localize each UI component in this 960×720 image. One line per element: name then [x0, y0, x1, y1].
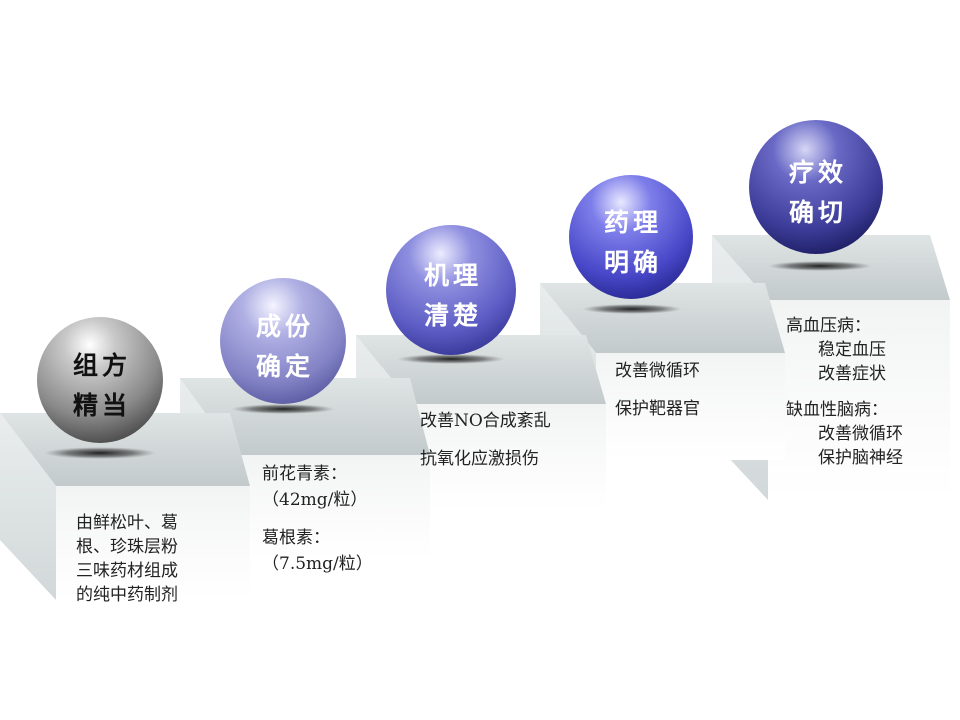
- step-description-5: 高血压病： 稳定血压改善症状缺血性脑病： 改善微循环保护脑神经: [786, 314, 903, 470]
- description-line: 前花青素：: [262, 464, 347, 484]
- stair-front-face: [596, 353, 785, 460]
- sphere: [569, 175, 693, 299]
- sphere: [220, 278, 346, 404]
- description-line: 改善NO合成紊乱: [420, 411, 551, 431]
- ball-label-line-1: 组方: [73, 351, 131, 380]
- stair-front-face: [768, 300, 950, 500]
- stair-front-face: [56, 486, 250, 600]
- ball-label-line-2: 清楚: [424, 301, 482, 330]
- description-line: 缺血性脑病：: [786, 400, 888, 420]
- description-line: 改善症状: [818, 364, 886, 384]
- description-line: 保护靶器官: [615, 399, 700, 419]
- ball-shadow: [582, 304, 682, 314]
- ball-label-line-1: 药理: [604, 208, 662, 237]
- description-line: （7.5mg/粒）: [262, 554, 373, 574]
- stair-front-face: [236, 455, 430, 560]
- step-description-3: 改善NO合成紊乱抗氧化应激损伤: [420, 408, 551, 472]
- description-line: 高血压病：: [786, 316, 871, 336]
- stair-step-4: [540, 283, 785, 460]
- ball-label-line-2: 精当: [73, 391, 131, 420]
- ball-shadow: [397, 354, 505, 364]
- ball-label-line-2: 确切: [789, 198, 847, 227]
- stair-side-face: [0, 413, 56, 600]
- description-line: 的纯中药制剂: [76, 585, 178, 605]
- stair-front-face: [412, 404, 606, 510]
- step-description-1: 由鲜松叶、葛根、珍珠层粉三味药材组成的纯中药制剂: [76, 511, 178, 607]
- description-line: 保护脑神经: [818, 448, 903, 468]
- description-line: 改善微循环: [615, 361, 700, 381]
- stair-tread: [540, 283, 785, 353]
- ball-label-line-1: 疗效: [789, 158, 847, 187]
- description-line: 根、珍珠层粉: [76, 537, 178, 557]
- stair-tread: [180, 378, 430, 455]
- sphere: [37, 317, 163, 443]
- description-line: 由鲜松叶、葛: [76, 513, 178, 533]
- description-line: 抗氧化应激损伤: [420, 449, 539, 469]
- step-description-4: 改善微循环保护靶器官: [615, 358, 700, 422]
- description-line: 三味药材组成: [76, 561, 178, 581]
- description-line: 葛根素：: [262, 528, 330, 548]
- ball-label-line-2: 明确: [604, 248, 662, 277]
- ball-label-line-1: 机理: [424, 261, 482, 290]
- step-description-2: 前花青素： （42mg/粒） 葛根素： （7.5mg/粒）: [262, 461, 373, 577]
- sphere: [749, 120, 883, 254]
- ball-shadow: [768, 261, 872, 271]
- ball-shadow: [44, 447, 156, 459]
- sphere: [386, 225, 516, 355]
- description-line: （42mg/粒）: [262, 490, 368, 510]
- description-line: 稳定血压: [818, 340, 886, 360]
- ball-label-line-1: 成份: [256, 312, 314, 341]
- ball-shadow: [231, 404, 335, 414]
- description-line: 改善微循环: [818, 424, 903, 444]
- stair-tread: [356, 335, 606, 404]
- ball-label-line-2: 确定: [256, 352, 314, 381]
